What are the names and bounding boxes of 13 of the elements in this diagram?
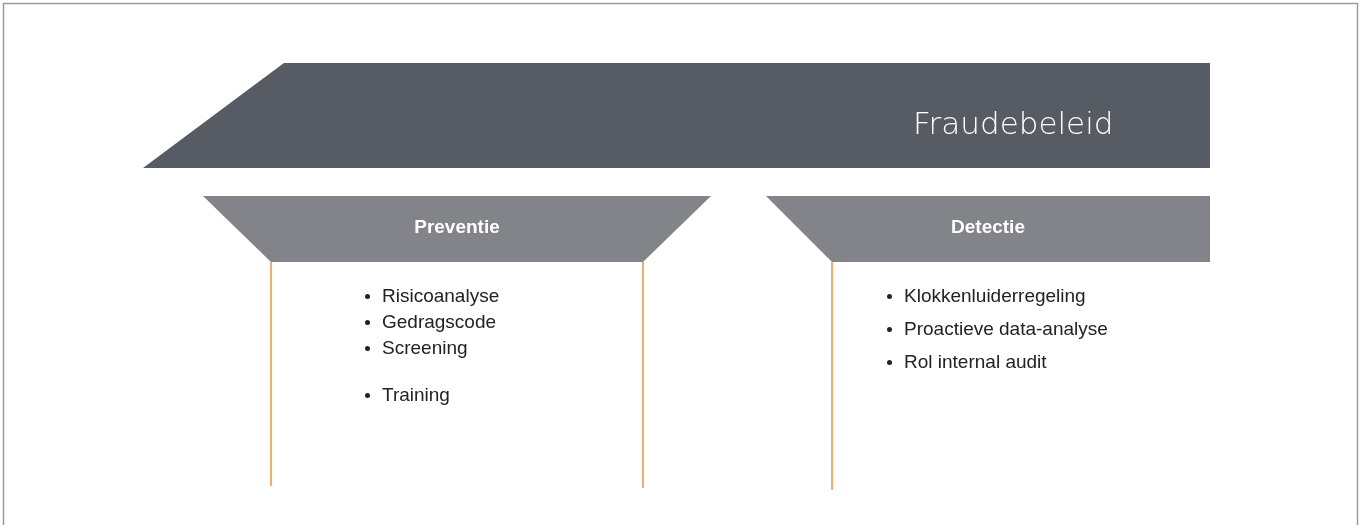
list-item: Proactieve data-analyse — [904, 317, 1108, 341]
list-item: Rol internal audit — [904, 350, 1047, 374]
trapezoid-header — [203, 196, 711, 262]
banner — [143, 63, 1210, 168]
list-item: Training — [382, 383, 450, 407]
header-title: Detectie — [951, 216, 1025, 238]
header-banner — [766, 196, 1210, 262]
list-item: Klokkenluiderregeling — [904, 284, 1086, 308]
banner-title: Fraudebeleid — [913, 105, 1114, 141]
list-item: Risicoanalyse — [382, 284, 500, 308]
list-item: Gedragscode — [382, 310, 497, 334]
list-item: Screening — [382, 336, 468, 360]
header-title: Preventie — [414, 216, 500, 238]
